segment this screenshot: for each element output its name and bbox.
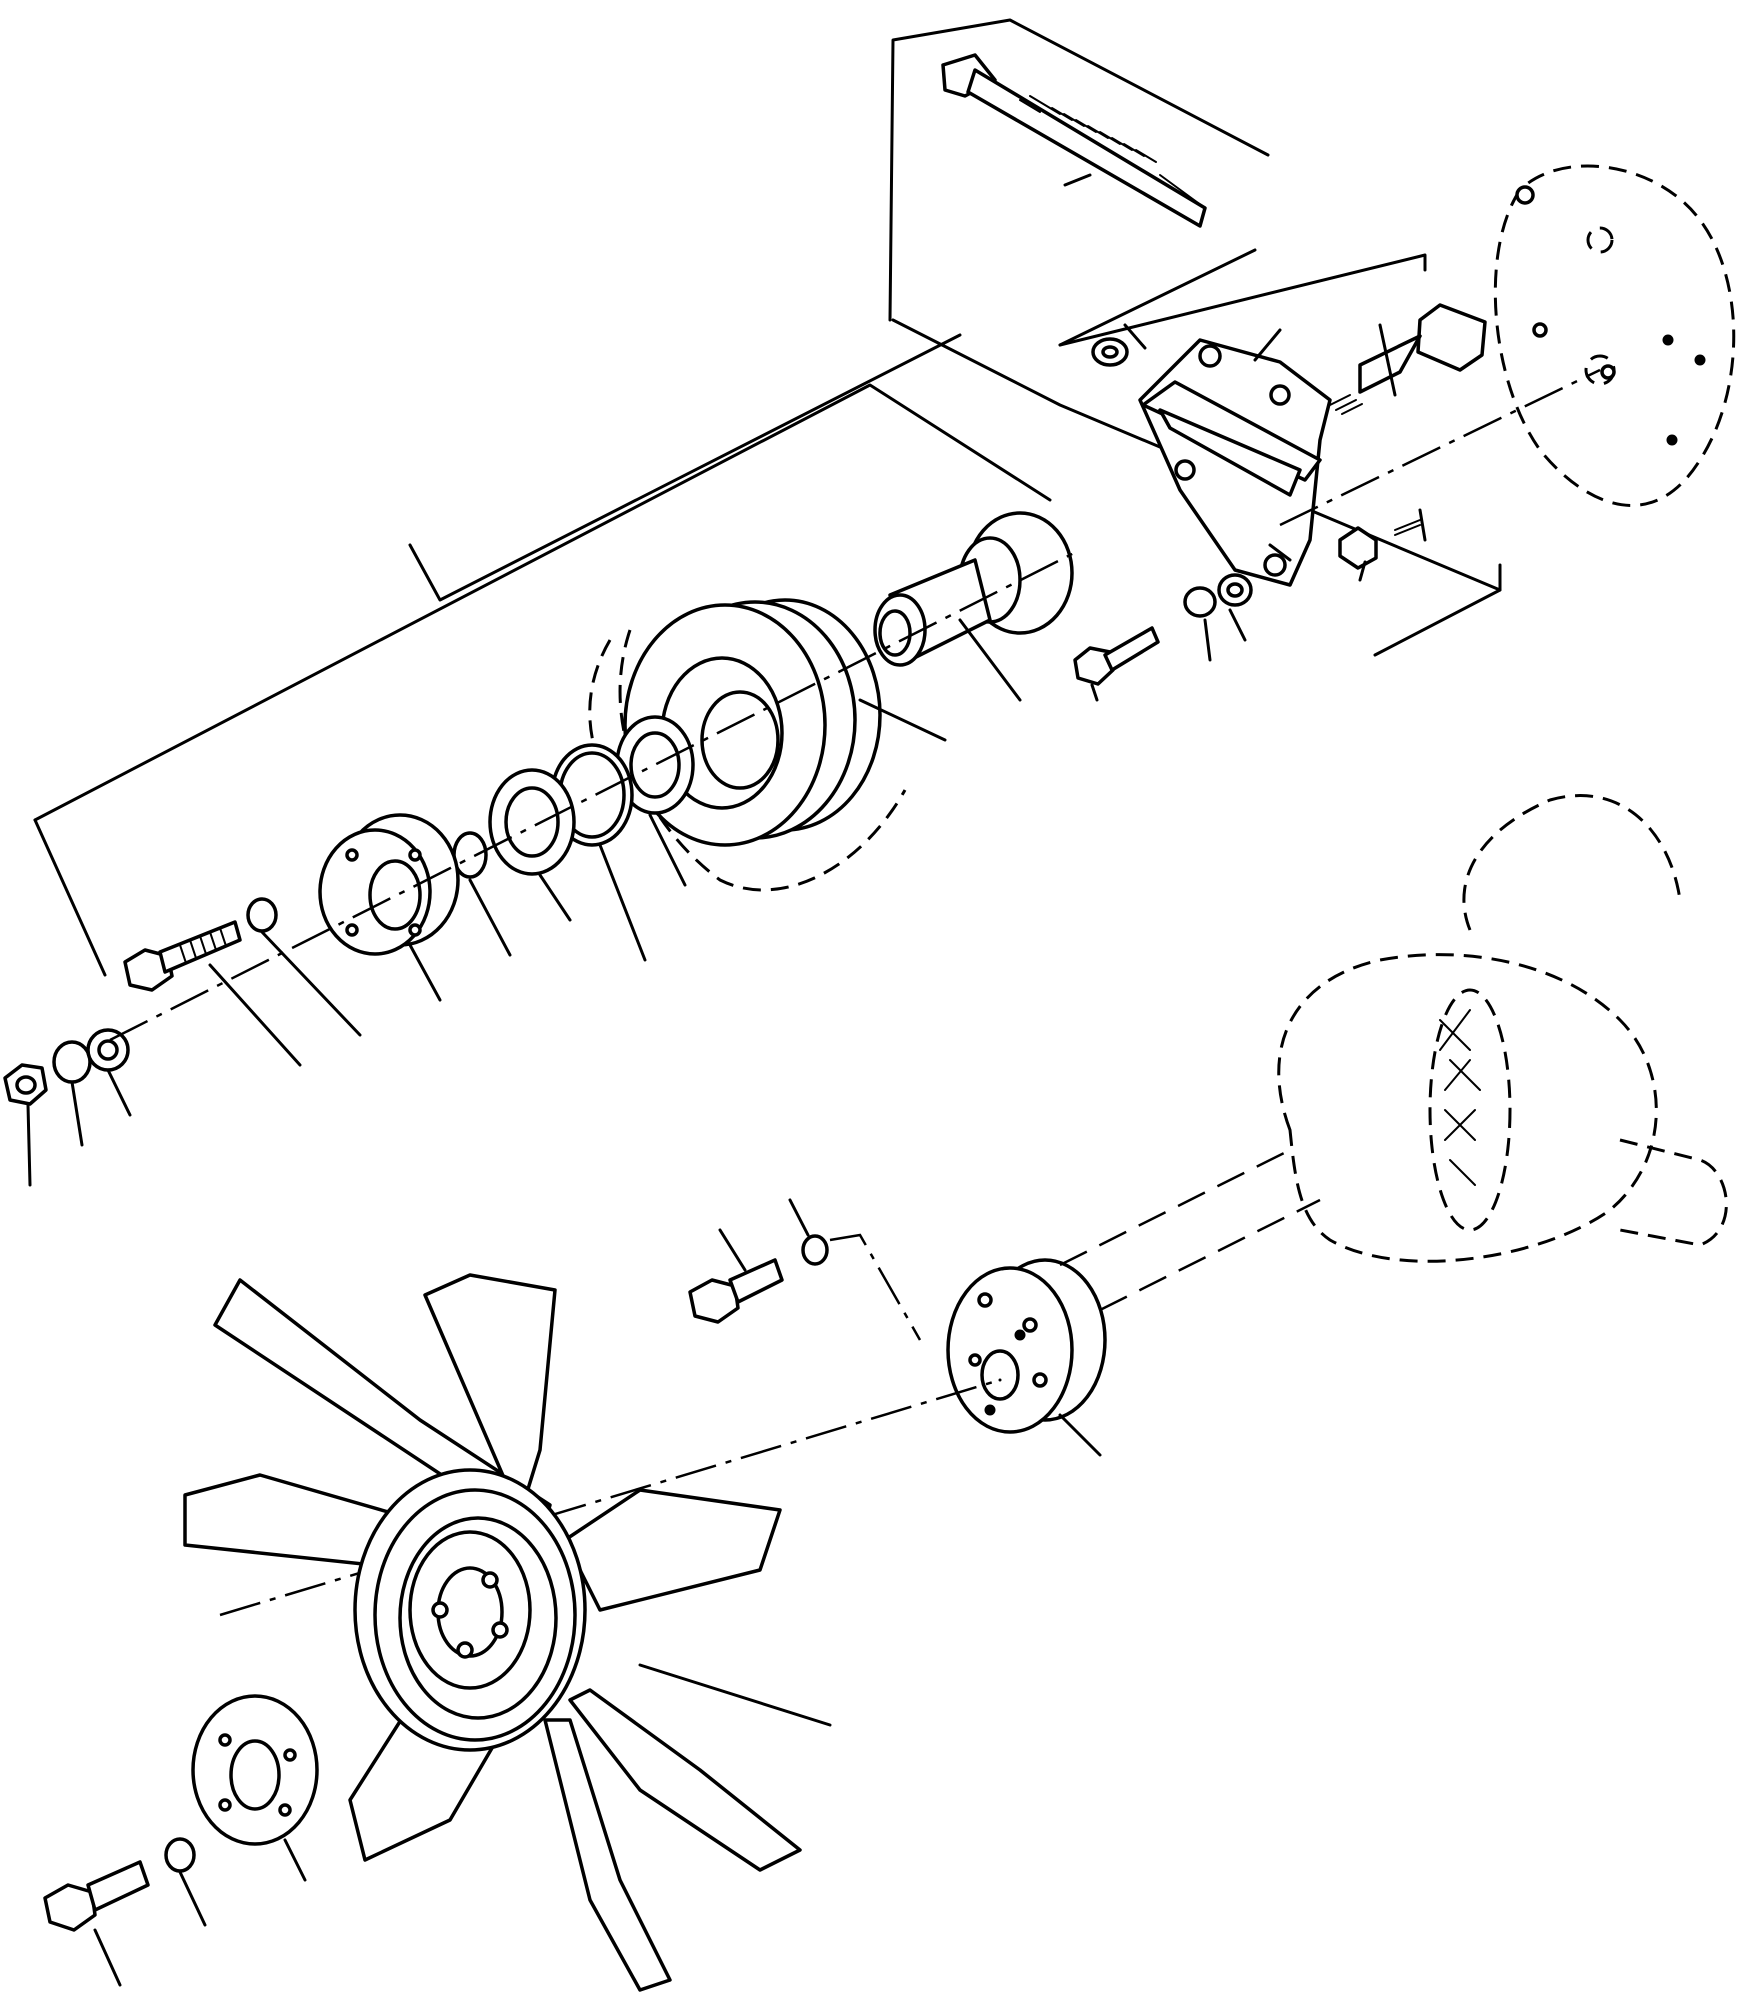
leader-10 [958, 618, 1022, 702]
leader-8 [1203, 618, 1212, 662]
lock-washer-left [246, 897, 278, 933]
idler-bolt [123, 920, 242, 992]
leader-24 [1058, 1413, 1102, 1457]
bearing-small [488, 768, 576, 876]
fan-hub [946, 1258, 1107, 1434]
leader-23 [788, 1198, 810, 1237]
idler-centerline [109, 548, 1081, 1042]
adjuster-block [1329, 303, 1487, 415]
leader-16 [408, 943, 442, 1002]
bracket-bolt [1073, 626, 1160, 686]
adjusting-bolt [941, 53, 1207, 228]
bearing-large [615, 715, 695, 815]
hub-guide-top [1059, 1148, 1291, 1267]
leader-20 [70, 1080, 84, 1147]
leader-25 [638, 1663, 832, 1727]
leader-26 [283, 1838, 307, 1882]
nut-washer-set [3, 1028, 130, 1106]
leader-19 [106, 1068, 132, 1117]
washer-pair [1183, 573, 1253, 618]
hub-guide-bottom [1099, 1198, 1321, 1312]
leader-5 [1358, 560, 1367, 582]
fan-lock-washer [164, 1837, 196, 1873]
leader-1 [1063, 173, 1092, 187]
leader-4 [1123, 323, 1147, 350]
leader-12 [648, 813, 687, 887]
leader-7 [1228, 608, 1247, 642]
cooling-fan [183, 1273, 802, 1992]
leader-9 [1090, 683, 1099, 702]
leader-13 [598, 843, 647, 962]
idler-shaft [873, 511, 1074, 667]
leader-2 [1253, 328, 1282, 362]
idler-group-outline [33, 333, 1052, 977]
washer-top [1091, 337, 1129, 367]
leader-30 [1268, 543, 1292, 562]
leader-21 [26, 1103, 32, 1187]
leader-22 [718, 1228, 747, 1272]
leader-18 [208, 963, 302, 1067]
engine-front-ghost [1277, 794, 1728, 1263]
callout-leaders [26, 173, 1427, 1987]
hub-bolt [688, 1258, 784, 1324]
leader-14 [538, 873, 572, 922]
idler-pulley [588, 598, 907, 892]
tensioner-bracket [1138, 338, 1332, 587]
leader-6 [1418, 508, 1427, 542]
fan-spacer-plate [191, 1694, 319, 1846]
leader-11 [858, 698, 947, 742]
hub-lock-washer [801, 1234, 829, 1266]
leader-15 [468, 878, 512, 957]
water-pump-housing [1493, 164, 1736, 507]
leader-28 [93, 1928, 122, 1987]
hub-bolt-line [829, 1233, 922, 1341]
pump-centerline [1279, 368, 1601, 527]
small-nut [1338, 519, 1421, 570]
leader-17 [260, 930, 362, 1037]
bracket-group-outline [888, 18, 1502, 657]
leader-3 [1378, 323, 1397, 397]
leader-27 [178, 1870, 207, 1927]
retainer-plate [318, 813, 460, 956]
fan-bolt [43, 1860, 150, 1932]
